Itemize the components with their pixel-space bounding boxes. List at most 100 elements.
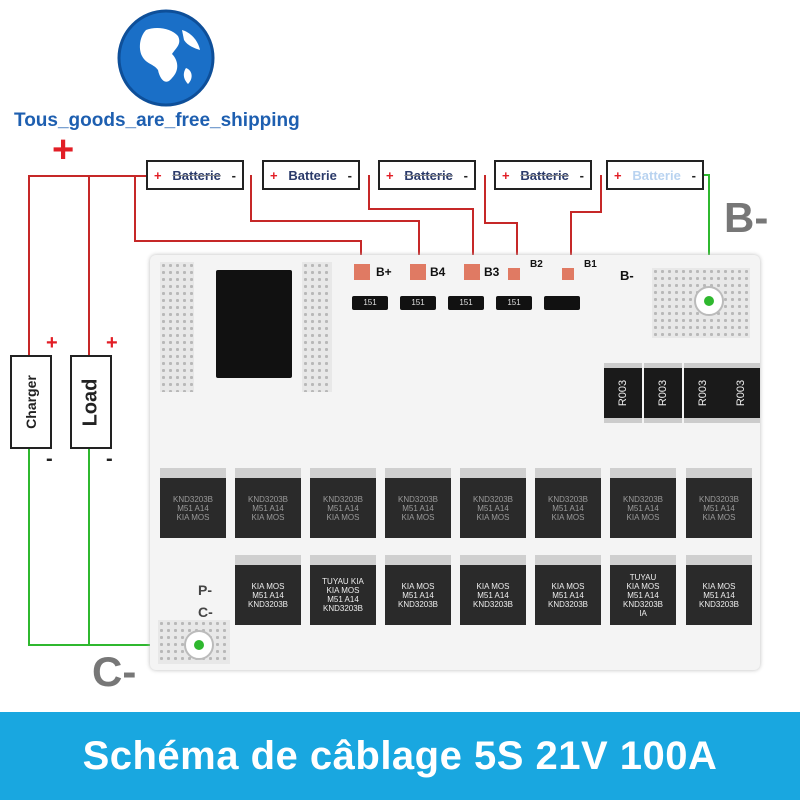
mosfet-marking: M51 A14 [327, 595, 359, 604]
label-pminus: P- [198, 582, 212, 598]
battery-5: + Batterie - [606, 160, 704, 190]
mosfet-marking: KND3203B [622, 599, 664, 609]
mosfet-marking: KIA MOS [702, 581, 736, 591]
smd-strip-left [160, 262, 194, 392]
wire-b3-h [368, 208, 474, 210]
mosfet-marking: KIA MOS [476, 581, 510, 591]
battery-label: Batterie [288, 167, 337, 183]
mosfet-marking: KND3203B [397, 599, 439, 609]
pad-b4 [410, 264, 426, 280]
balance-ic-4: 151 [496, 296, 532, 310]
mosfet-marking: M51 A14 [327, 503, 359, 513]
battery-3: + Batterie - [378, 160, 476, 190]
mosfet-marking: KND3203B [472, 599, 514, 609]
charger-box: Charger [10, 355, 52, 449]
wire-cminus-h [28, 644, 198, 646]
big-label-cminus: C- [92, 648, 137, 695]
battery-label: Batterie [172, 167, 221, 183]
banner-title: Schéma de câblage 5S 21V 100A [82, 733, 718, 778]
bminus-terminal [694, 286, 724, 316]
mosfet-marking: M51 A14 [252, 503, 284, 513]
shunt-resistor-4: R003 [722, 363, 760, 423]
label-bminus-small: B- [620, 268, 634, 283]
bminus-terminal-pad [652, 268, 750, 338]
shunt-resistor-2: R003 [644, 363, 682, 423]
battery-4: + Batterie - [494, 160, 592, 190]
mosfet-marking: KIA MOS [176, 512, 210, 522]
pad-b2 [508, 268, 520, 280]
mosfet-marking: M51 A14 [177, 503, 209, 513]
load-plus: + [106, 332, 118, 354]
mosfet-marking: IA [639, 608, 647, 618]
load-box: Load [70, 355, 112, 449]
battery-2: + Batterie - [262, 160, 360, 190]
battery-label: Batterie [520, 167, 569, 183]
wire-load-vertical [88, 175, 90, 355]
shunt-resistor-1: R003 [604, 363, 642, 423]
mosfet-marking: KND3203B [622, 494, 664, 504]
mosfet-marking: KIA MOS [551, 512, 585, 522]
smd-strip-right [302, 262, 332, 392]
mosfet-marking: M51 A14 [252, 590, 284, 600]
label-b2: B2 [530, 259, 543, 270]
label-b3: B3 [484, 265, 500, 279]
mosfet-marking: TUYAU KIA [322, 577, 364, 586]
wire-b4-h [250, 220, 420, 222]
wire-bplus-h [134, 240, 362, 242]
mosfet-marking: M51 A14 [402, 590, 434, 600]
label-bplus: B+ [376, 265, 392, 279]
wire-bplus-drop [360, 240, 362, 265]
balance-ic-1: 151 [352, 296, 388, 310]
mosfet-marking: KND3203B [397, 494, 439, 504]
mosfet-marking: M51 A14 [627, 503, 659, 513]
pad-bplus [354, 264, 370, 280]
mosfet-marking: M51 A14 [477, 503, 509, 513]
mosfet-marking: KND3203B [472, 494, 514, 504]
mosfet-marking: KND3203B [247, 599, 289, 609]
mosfet-marking: M51 A14 [477, 590, 509, 600]
big-label-bminus: B- [724, 194, 769, 241]
mosfet-marking: KIA MOS [476, 512, 510, 522]
mosfet-marking: KIA MOS [401, 512, 435, 522]
mosfet-marking: M51 A14 [703, 503, 735, 513]
label-b4: B4 [430, 265, 446, 279]
mosfet-marking: KND3203B [322, 604, 364, 613]
mosfet-marking: KIA MOS [401, 581, 435, 591]
balance-ic-2: 151 [400, 296, 436, 310]
shunt-resistor-3: R003 [684, 363, 722, 423]
mosfet-marking: M51 A14 [552, 503, 584, 513]
wire-b4-v1 [250, 175, 252, 220]
title-banner: Schéma de câblage 5S 21V 100A [0, 712, 800, 800]
wire-load-bottom [88, 445, 90, 645]
wire-bminus-v [708, 174, 710, 298]
mosfet-marking: KND3203B [698, 599, 740, 609]
wire-bminus-h [702, 174, 710, 176]
charger-label: Charger [23, 375, 39, 429]
battery-1: + Batterie - [146, 160, 244, 190]
charger-minus: - [46, 448, 53, 470]
mosfet-marking: KND3203B [698, 494, 740, 504]
load-label: Load [79, 378, 102, 426]
mosfet-marking: KIA MOS [251, 512, 285, 522]
control-ic [216, 270, 292, 378]
wire-b2-v1 [484, 175, 486, 223]
main-positive-sign: + [52, 129, 75, 171]
battery-label: Batterie [632, 167, 681, 183]
mosfet-marking: KND3203B [172, 494, 214, 504]
wire-b3-drop [472, 208, 474, 265]
mosfet-marking: KND3203B [247, 494, 289, 504]
mosfet-marking: KIA MOS [551, 581, 585, 591]
battery-label: Batterie [404, 167, 453, 183]
wire-b1-h [570, 211, 602, 213]
